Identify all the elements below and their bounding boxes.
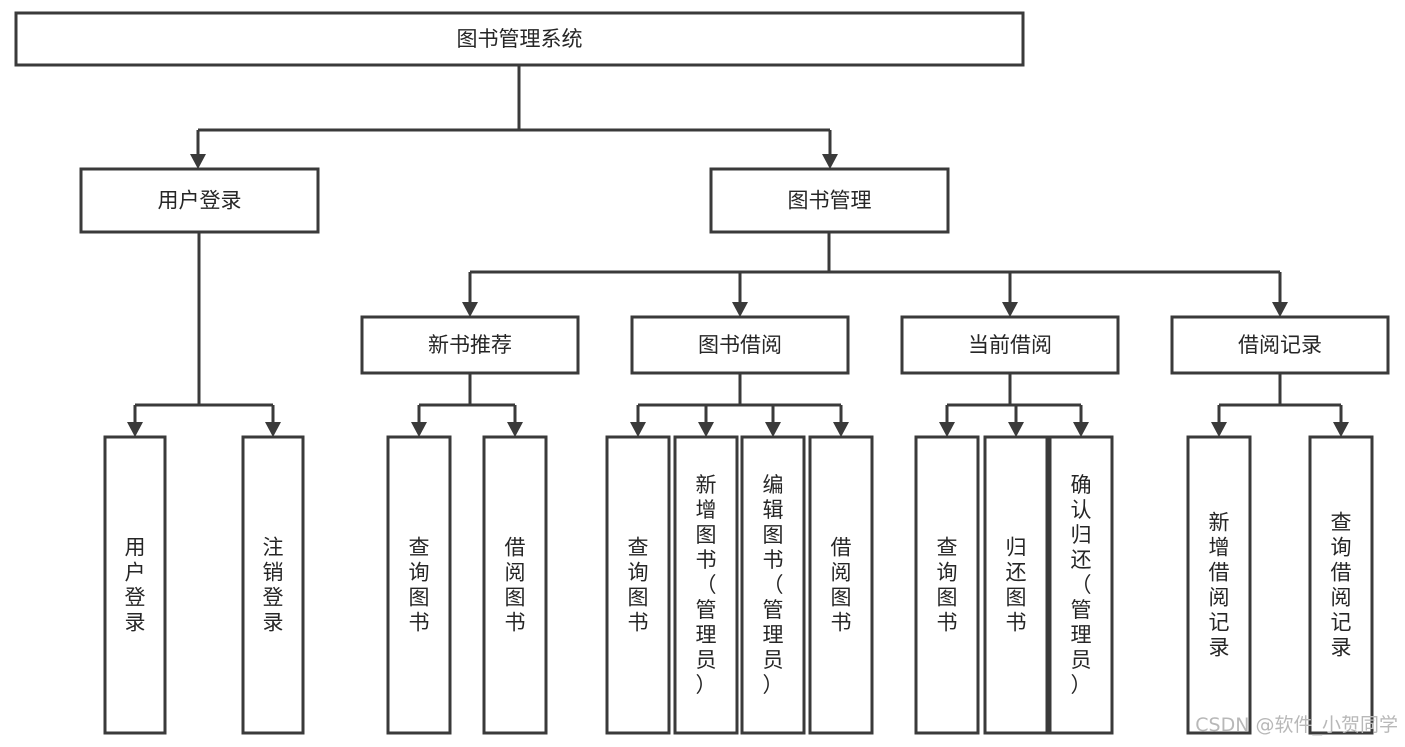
node-box: [1170, 315, 1390, 375]
node-box: [482, 435, 548, 735]
node-leaves-归还图书[interactable]: 归还图书: [983, 435, 1049, 735]
node-box: [241, 435, 305, 735]
books-to-level3-0-arrowhead: [462, 302, 478, 317]
node-label: 注销登录: [263, 536, 284, 635]
group-to-leaf-4-arrowhead: [765, 422, 781, 437]
node-label: 用户登录: [158, 189, 242, 213]
group-to-leaf-3-arrowhead: [698, 422, 714, 437]
node-layer: 图书管理系统用户登录图书管理新书推荐图书借阅当前借阅借阅记录用户登录注销登录查询…: [14, 11, 1390, 735]
node-box: [1186, 435, 1252, 735]
node-label: 归还图书: [1006, 536, 1027, 635]
node-leaves-用户登录[interactable]: 用户登录: [103, 435, 167, 735]
group-to-leaf-0-arrowhead: [411, 422, 427, 437]
root-to-level2-1-arrowhead: [822, 154, 838, 169]
group-to-leaf-5-arrowhead: [833, 422, 849, 437]
node-box: [914, 435, 980, 735]
node-label: 借阅图书: [505, 536, 526, 635]
node-label: 当前借阅: [968, 333, 1052, 357]
group-to-leaf-1-arrowhead: [507, 422, 523, 437]
node-label: 新书推荐: [428, 333, 512, 357]
node-box: [808, 435, 874, 735]
node-level3-借阅记录[interactable]: 借阅记录: [1170, 315, 1390, 375]
group-to-leaf-7-arrowhead: [1008, 422, 1024, 437]
node-label: 图书借阅: [698, 333, 782, 357]
group-to-leaf-2-arrowhead: [630, 422, 646, 437]
node-level3-图书借阅[interactable]: 图书借阅: [630, 315, 850, 375]
node-label: 新增借阅记录: [1209, 511, 1230, 660]
node-root-图书管理系统[interactable]: 图书管理系统: [14, 11, 1025, 67]
node-label: 查询图书: [937, 536, 958, 635]
node-label: 编辑图书（管理员）: [763, 473, 784, 697]
node-level3-新书推荐[interactable]: 新书推荐: [360, 315, 580, 375]
node-label: 图书管理系统: [457, 27, 583, 51]
node-box: [79, 167, 320, 234]
login-to-leaf-0-arrowhead: [127, 422, 143, 437]
node-label: 查询借阅记录: [1331, 511, 1352, 660]
node-label: 图书管理: [788, 189, 872, 213]
node-box: [14, 11, 1025, 67]
node-label: 借阅图书: [831, 536, 852, 635]
node-box: [709, 167, 950, 234]
node-level2-图书管理[interactable]: 图书管理: [709, 167, 950, 234]
node-leaves-注销登录[interactable]: 注销登录: [241, 435, 305, 735]
books-to-level3-2-arrowhead: [1002, 302, 1018, 317]
csdn-watermark: CSDN @软件_小贺同学: [1195, 714, 1398, 736]
group-to-leaf-9-arrowhead: [1211, 422, 1227, 437]
books-to-level3-1-arrowhead: [732, 302, 748, 317]
node-box: [605, 435, 671, 735]
node-label: 用户登录: [125, 536, 146, 635]
root-to-level2-0-arrowhead: [190, 154, 206, 169]
node-leaves-查询图书[interactable]: 查询图书: [605, 435, 671, 735]
node-box: [1048, 435, 1114, 735]
node-leaves-查询借阅记录[interactable]: 查询借阅记录: [1308, 435, 1374, 735]
node-leaves-新增图书-管理员[interactable]: 新增图书（管理员）: [673, 435, 739, 735]
node-leaves-确认归还-管理员[interactable]: 确认归还（管理员）: [1048, 435, 1114, 735]
node-leaves-查询图书[interactable]: 查询图书: [914, 435, 980, 735]
node-box: [386, 435, 452, 735]
node-box: [900, 315, 1120, 375]
connector-layer: [127, 65, 1349, 437]
node-box: [740, 435, 806, 735]
node-box: [630, 315, 850, 375]
node-label: 查询图书: [628, 536, 649, 635]
node-leaves-编辑图书-管理员[interactable]: 编辑图书（管理员）: [740, 435, 806, 735]
node-box: [360, 315, 580, 375]
node-box: [983, 435, 1049, 735]
books-to-level3-3-arrowhead: [1272, 302, 1288, 317]
node-level2-用户登录[interactable]: 用户登录: [79, 167, 320, 234]
node-level3-当前借阅[interactable]: 当前借阅: [900, 315, 1120, 375]
node-leaves-借阅图书[interactable]: 借阅图书: [808, 435, 874, 735]
node-label: 查询图书: [409, 536, 430, 635]
node-box: [673, 435, 739, 735]
node-leaves-借阅图书[interactable]: 借阅图书: [482, 435, 548, 735]
login-to-leaf-1-arrowhead: [265, 422, 281, 437]
group-to-leaf-8-arrowhead: [1073, 422, 1089, 437]
group-to-leaf-10-arrowhead: [1333, 422, 1349, 437]
group-to-leaf-6-arrowhead: [939, 422, 955, 437]
node-box: [103, 435, 167, 735]
node-label: 新增图书（管理员）: [696, 473, 717, 697]
node-leaves-查询图书[interactable]: 查询图书: [386, 435, 452, 735]
node-leaves-新增借阅记录[interactable]: 新增借阅记录: [1186, 435, 1252, 735]
node-box: [1308, 435, 1374, 735]
node-label: 借阅记录: [1238, 333, 1322, 357]
node-label: 确认归还（管理员）: [1071, 473, 1092, 697]
